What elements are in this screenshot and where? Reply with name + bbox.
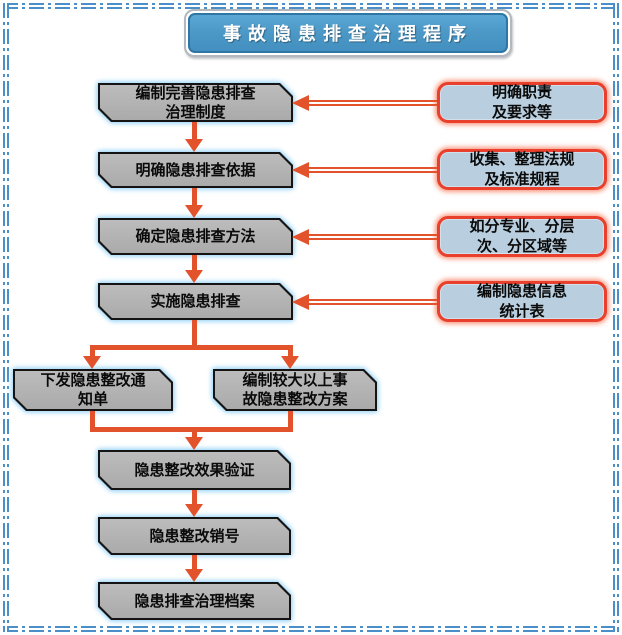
split-stem: [192, 320, 197, 348]
page-border-bottom: [3, 626, 619, 632]
flow-step-1: 编制完善隐患排查 治理制度: [98, 83, 293, 122]
arrow-step6-step7-stem: [192, 555, 197, 569]
flow-branch-left: 下发隐患整改通 知单: [13, 369, 173, 411]
arrow-step3-step4-stem: [192, 255, 197, 270]
flow-step-6: 隐患整改销号: [98, 517, 291, 555]
merge-crossbar: [90, 427, 293, 432]
merge-center-stem: [192, 427, 197, 438]
arrow-step1-step2-stem: [192, 122, 197, 139]
page-border-right: [613, 3, 619, 632]
connector-line-1: [306, 100, 437, 106]
note-1: 明确职责 及要求等: [437, 82, 607, 123]
merge-left-stem: [90, 411, 95, 432]
page-border-left: [3, 3, 9, 632]
note-3: 如分专业、分层 次、分区域等: [437, 216, 607, 257]
arrow-step5-step6-head: [185, 504, 203, 517]
arrow-step2-step3-head: [185, 205, 203, 218]
arrow-step1-step2-head: [185, 139, 203, 152]
split-right-head: [281, 356, 299, 369]
connector-line-3: [306, 234, 437, 240]
merge-center-head: [185, 437, 203, 450]
flow-step-5-label: 隐患整改效果验证: [100, 452, 289, 488]
arrow-step3-step4-head: [185, 270, 203, 283]
flow-step-3-label: 确定隐患排查方法: [100, 220, 291, 253]
flow-step-2-label: 明确隐患排查依据: [100, 154, 291, 186]
arrow-step5-step6-stem: [192, 490, 197, 504]
flow-step-7-label: 隐患排查治理档案: [100, 584, 289, 618]
connector-arrowhead-3: [292, 229, 309, 245]
split-left-head: [83, 356, 101, 369]
title-banner: 事故隐患排查治理程序: [184, 9, 512, 57]
split-right-stem: [288, 345, 293, 357]
split-crossbar: [90, 345, 293, 350]
flow-branch-left-label: 下发隐患整改通 知单: [15, 371, 171, 409]
flow-step-7: 隐患排查治理档案: [98, 582, 291, 620]
flow-step-1-label: 编制完善隐患排查 治理制度: [100, 85, 291, 120]
flow-branch-right-label: 编制较大以上事 故隐患整改方案: [215, 371, 375, 409]
connector-line-2: [306, 167, 437, 173]
flow-step-2: 明确隐患排查依据: [98, 152, 293, 188]
arrow-step2-step3-stem: [192, 188, 197, 205]
connector-line-4: [306, 299, 437, 305]
page-title: 事故隐患排查治理程序: [188, 13, 508, 53]
note-2: 收集、整理法规 及标准规程: [437, 149, 607, 190]
connector-arrowhead-1: [292, 95, 309, 111]
merge-right-stem: [288, 411, 293, 432]
flow-branch-right: 编制较大以上事 故隐患整改方案: [213, 369, 377, 411]
connector-arrowhead-4: [292, 294, 309, 310]
page-border-top: [3, 3, 619, 9]
flow-step-4: 实施隐患排查: [98, 283, 293, 320]
arrow-step6-step7-head: [185, 569, 203, 582]
flow-step-5: 隐患整改效果验证: [98, 450, 291, 490]
note-4: 编制隐患信息 统计表: [437, 281, 607, 322]
connector-arrowhead-2: [292, 162, 309, 178]
flow-step-3: 确定隐患排查方法: [98, 218, 293, 255]
flow-step-4-label: 实施隐患排查: [100, 285, 291, 318]
split-left-stem: [90, 345, 95, 357]
flow-step-6-label: 隐患整改销号: [100, 519, 289, 553]
